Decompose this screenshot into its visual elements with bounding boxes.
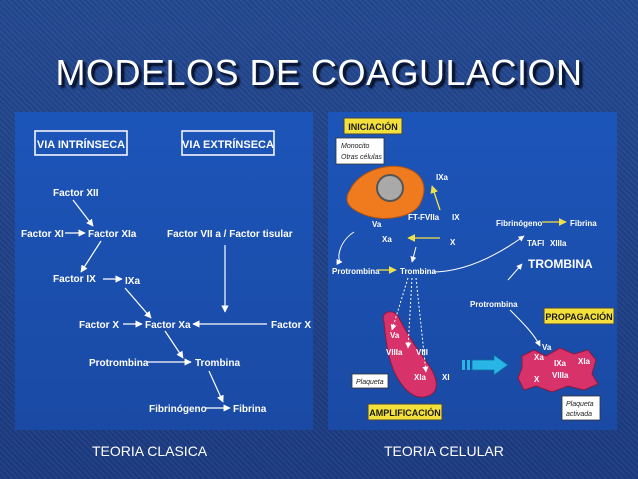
va-amp: Va: [390, 331, 400, 340]
factor-xia: Factor XIa: [88, 229, 137, 240]
monocyte-nucleus: [376, 174, 404, 202]
factor-ix: Factor IX: [53, 274, 96, 285]
tafi: TAFI: [527, 239, 544, 248]
platelet-cell: [382, 311, 437, 398]
protrombina: Protrombina: [89, 358, 149, 369]
viiia-prop: VIIIa: [552, 371, 569, 380]
caption-teoria-celular: TEORIA CELULAR: [384, 443, 504, 459]
dashed-arrows: [390, 277, 429, 373]
trombina-big: TROMBINA: [528, 257, 593, 271]
factor-xii: Factor XII: [53, 188, 99, 199]
ft-fviia: FT-FVIIa: [408, 213, 440, 222]
yellow-arrows: [378, 185, 567, 274]
factor-xa: Factor Xa: [145, 320, 191, 331]
cellular-model-panel: INICIACIÓN Monocito Otras células IXa Va…: [328, 112, 617, 430]
protrombina-init: Protrombina: [332, 267, 380, 276]
otras-celulas-label: Otras células: [341, 154, 382, 161]
ixa-init: IXa: [436, 173, 449, 182]
monocito-label: Monocito: [341, 143, 370, 150]
caption-teoria-clasica: TEORIA CLASICA: [92, 443, 208, 459]
fibrinogeno-cel: Fibrinógeno: [496, 219, 542, 228]
propagacion-label: PROPAGACIÓN: [545, 311, 612, 322]
protrombina-prop: Protrombina: [470, 300, 518, 309]
intrinsic-box: [34, 130, 128, 156]
extrinsic-box: [181, 130, 275, 156]
amplificacion-box: [367, 403, 443, 421]
propagacion-box: [543, 307, 615, 325]
xa-init: Xa: [382, 235, 392, 244]
plaqueta-activada-1: Plaqueta: [566, 401, 594, 408]
xiiia: XIIIa: [550, 239, 567, 248]
activated-platelet-cell: [517, 347, 599, 393]
factor-vii-tisular: Factor VII a / Factor tisular: [167, 229, 293, 240]
plaqueta-activada-box: [561, 395, 601, 421]
x-prop: X: [534, 375, 540, 384]
amplificacion-label: AMPLIFICACIÓN: [369, 407, 441, 418]
classic-cascade-diagram: VIA INTRÍNSECA VIA EXTRÍNSECA Factor XII…: [21, 130, 311, 415]
slide-title: MODELOS DE COAGULACION: [55, 52, 583, 93]
fat-arrow: [462, 354, 509, 376]
viii-amp: VIII: [416, 348, 428, 357]
fibrina: Fibrina: [233, 404, 267, 415]
xia-prop: XIa: [578, 357, 591, 366]
viiia-amp: VIIIa: [386, 348, 403, 357]
cellular-model-diagram: INICIACIÓN Monocito Otras células IXa Va…: [332, 117, 615, 421]
plaqueta-activada-2: activada: [566, 411, 592, 418]
plaqueta-label: Plaqueta: [356, 379, 384, 386]
va-prop: Va: [542, 343, 552, 352]
white-arrows: [336, 231, 541, 347]
classic-arrows: [65, 199, 267, 412]
factor-x-left: Factor X: [79, 320, 119, 331]
ix-init: IX: [452, 213, 460, 222]
ixa-label: IXa: [125, 276, 140, 287]
iniciacion-box: [343, 117, 403, 135]
trombina: Trombina: [195, 358, 240, 369]
xia-amp: XIa: [414, 373, 427, 382]
factor-xi: Factor XI: [21, 229, 64, 240]
plaqueta-box: [351, 373, 389, 389]
monocito-box: [335, 137, 385, 165]
trombina-init: Trombina: [400, 267, 437, 276]
va-init: Va: [372, 220, 382, 229]
intrinsic-title: VIA INTRÍNSECA: [37, 138, 125, 151]
factor-x-right: Factor X: [271, 320, 311, 331]
fibrinogeno: Fibrinógeno: [149, 404, 207, 415]
fibrina-cel: Fibrina: [570, 219, 597, 228]
extrinsic-title: VIA EXTRÍNSECA: [182, 138, 274, 151]
xa-prop: Xa: [534, 353, 544, 362]
iniciacion-label: INICIACIÓN: [348, 121, 398, 132]
ixa-prop: IXa: [554, 359, 567, 368]
x-init: X: [450, 238, 456, 247]
classic-model-panel: VIA INTRÍNSECA VIA EXTRÍNSECA Factor XII…: [15, 112, 313, 430]
xi-amp: XI: [442, 373, 450, 382]
